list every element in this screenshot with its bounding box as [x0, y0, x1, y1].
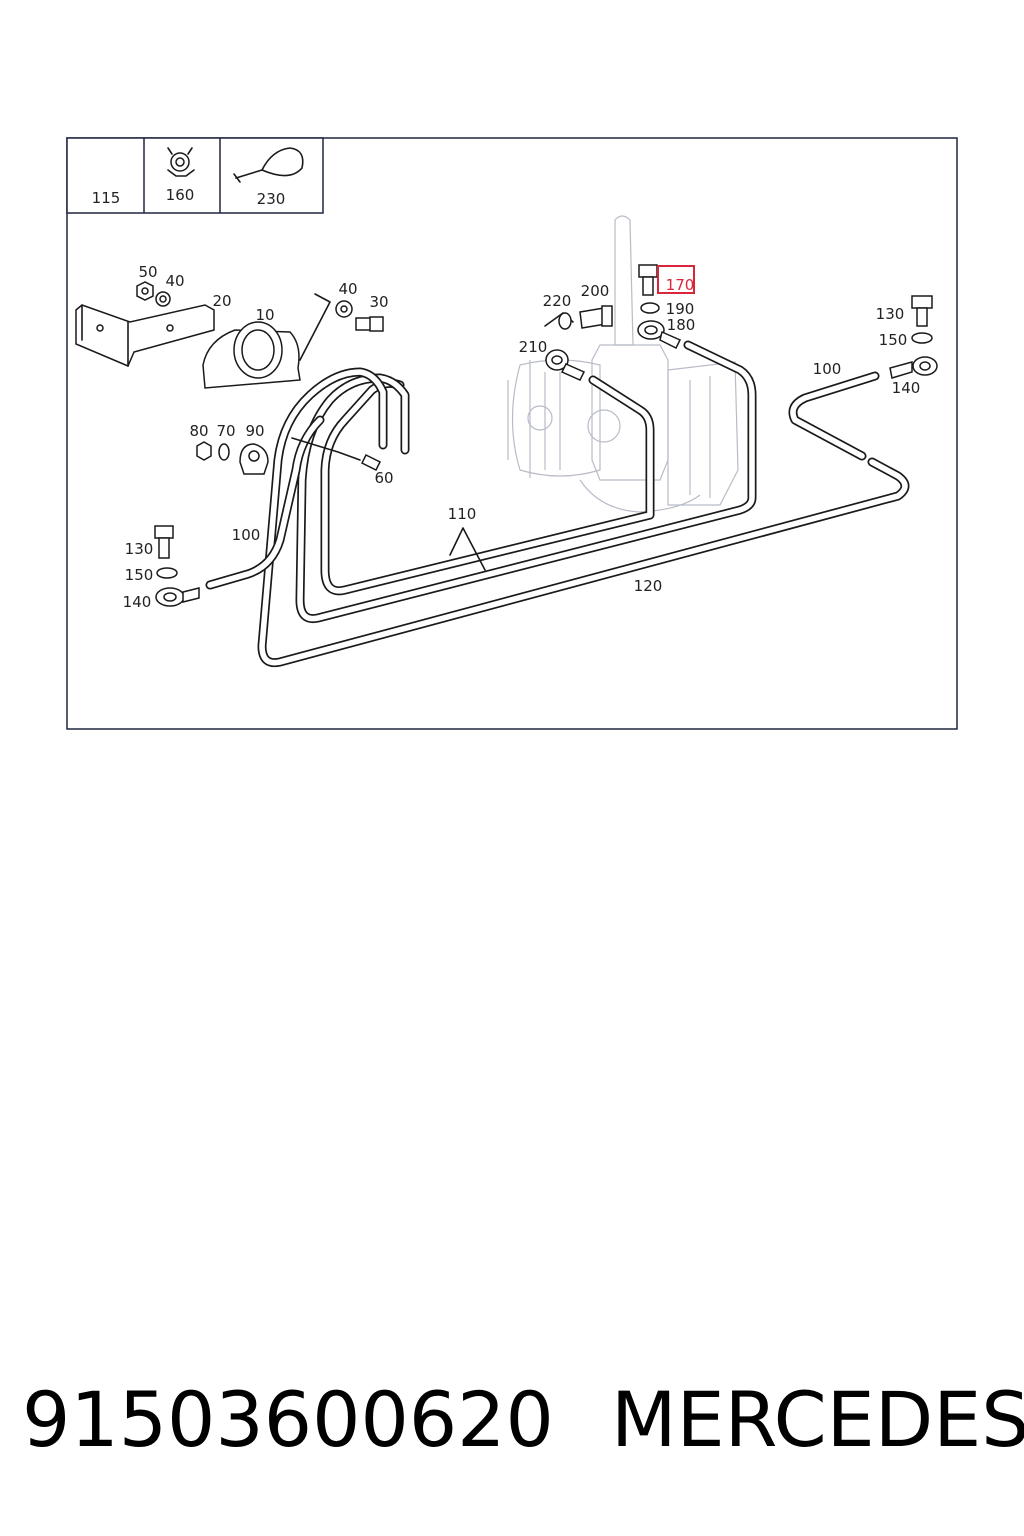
legend-label-115: 115: [92, 189, 121, 207]
washer-40-left: [155, 291, 171, 307]
pointer-110: [449, 527, 486, 571]
callout-210: 210: [519, 338, 548, 356]
callout-140-right: 140: [892, 379, 921, 397]
callout-40-left: 40: [165, 272, 184, 290]
callout-200: 200: [581, 282, 610, 300]
hose-elbow-icon: [85, 143, 123, 185]
callout-170: 170: [666, 276, 695, 294]
callout-190: 190: [666, 300, 695, 318]
sealing-ring-190: [640, 302, 660, 314]
callout-10: 10: [255, 306, 274, 324]
banjo-fitting-140-right: [889, 356, 938, 379]
callout-30: 30: [369, 293, 388, 311]
banjo-bolt-200: [579, 305, 613, 329]
hose-clamp-icon: [167, 147, 195, 177]
tie-clip-60: [360, 453, 382, 472]
callout-180: 180: [667, 316, 696, 334]
diagram-frame: [66, 137, 958, 730]
callout-100-right: 100: [813, 360, 842, 378]
banjo-fitting-180: [637, 320, 682, 350]
washer-70: [218, 443, 230, 461]
cable-tie-60: [291, 437, 361, 461]
callout-120: 120: [634, 577, 663, 595]
banjo-fitting-210: [545, 349, 586, 381]
callout-110: 110: [448, 505, 477, 523]
pipe-120: [257, 367, 910, 668]
callout-100-left: 100: [232, 526, 261, 544]
hose-100-left: [205, 415, 325, 590]
callout-150-left: 150: [125, 566, 154, 584]
cable-tie-icon: [233, 147, 304, 183]
callout-170-highlight: [657, 265, 695, 294]
sealing-ring-150-right: [911, 332, 933, 344]
callout-labels: 10 20 30 40 40 50 60 70 80 90 100 100 11…: [123, 263, 921, 611]
nut-80: [196, 441, 212, 461]
sealing-ring-150-left: [156, 567, 178, 579]
brand-name: MERCEDES: [611, 1375, 1024, 1464]
legend-label-230: 230: [257, 190, 286, 208]
pipe-clamp-10: [202, 321, 301, 389]
callout-80: 80: [189, 422, 208, 440]
callout-220: 220: [543, 292, 572, 310]
callout-40-right: 40: [338, 280, 357, 298]
legend-label-160: 160: [166, 186, 195, 204]
callout-150-right: 150: [879, 331, 908, 349]
callout-90: 90: [245, 422, 264, 440]
bracket-20: [75, 304, 215, 367]
grommet-90: [239, 443, 269, 475]
nut-50: [136, 281, 154, 301]
callout-20: 20: [212, 292, 231, 310]
callout-70: 70: [216, 422, 235, 440]
banjo-bolt-130-left: [154, 525, 174, 559]
callout-130-left: 130: [125, 540, 154, 558]
bolt-30: [355, 316, 384, 332]
callout-140-left: 140: [123, 593, 152, 611]
callout-60: 60: [374, 469, 393, 487]
footer-caption: 91503600620 MERCEDES: [0, 1375, 1024, 1465]
legend-box: 115 160 230: [66, 137, 324, 214]
pointer-40: [299, 293, 331, 361]
washer-220: [558, 312, 572, 330]
hose-100-right: [788, 371, 880, 461]
banjo-bolt-130-right: [911, 295, 933, 327]
banjo-fitting-140-left: [155, 587, 200, 607]
callout-130-right: 130: [876, 305, 905, 323]
callout-50: 50: [138, 263, 157, 281]
part-number: 91503600620: [22, 1375, 554, 1464]
washer-40-right: [335, 300, 353, 318]
